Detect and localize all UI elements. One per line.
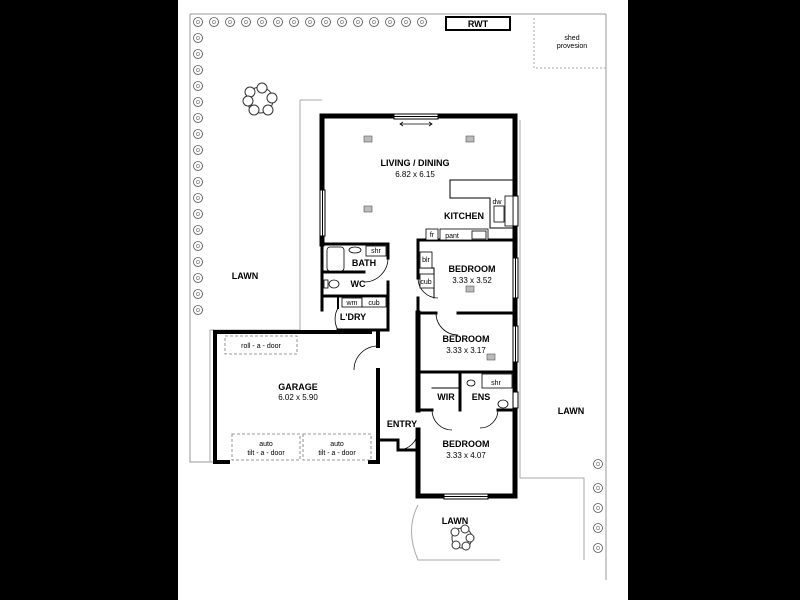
fridge-label: fr xyxy=(430,232,435,239)
lawn-west-label: LAWN xyxy=(232,271,259,281)
house-walls xyxy=(213,113,518,499)
hedge-west xyxy=(193,17,203,315)
bedroom-3-dims: 3.33 x 4.07 xyxy=(446,451,486,460)
tree-icon xyxy=(450,524,475,551)
dishwasher-label: dw xyxy=(493,199,503,206)
garage-dims: 6.02 x 5.90 xyxy=(278,393,318,402)
hedge-north xyxy=(209,17,427,27)
bedroom-1-label: BEDROOM xyxy=(449,264,496,274)
lawn-south-label: LAWN xyxy=(442,516,469,526)
garage-door-2-label-2: tilt - a - door xyxy=(318,450,356,457)
windows xyxy=(319,113,519,500)
bath-label: BATH xyxy=(352,258,376,268)
hedge-south-east xyxy=(593,459,603,553)
rainwater-tank xyxy=(445,16,511,31)
fixtures xyxy=(323,195,514,409)
garage-door-1-label-2: tilt - a - door xyxy=(247,450,285,457)
entry-label: ENTRY xyxy=(387,419,417,429)
garage-doors xyxy=(224,335,372,461)
sliding-door-icon xyxy=(399,121,433,127)
light-fixtures xyxy=(363,135,496,361)
rwt-label: RWT xyxy=(468,19,489,29)
living-dining-label: LIVING / DINING xyxy=(380,158,449,168)
laundry-cupboard-label: cub xyxy=(368,300,379,307)
wc-label: WC xyxy=(351,279,366,289)
bath-shower-label: shr xyxy=(371,248,381,255)
bedroom-2-label: BEDROOM xyxy=(443,334,490,344)
living-dining-dims: 6.82 x 6.15 xyxy=(395,170,435,179)
bedroom-1-dims: 3.33 x 3.52 xyxy=(452,276,492,285)
shed-label-2: provesion xyxy=(557,43,587,50)
blr-label: blr xyxy=(422,257,430,264)
kitchen-label: KITCHEN xyxy=(444,211,484,221)
shed-label: shed xyxy=(564,35,579,42)
tree-icon xyxy=(242,82,278,116)
bedroom-1-cupboard-label: cub xyxy=(420,279,431,286)
bedroom-3-label: BEDROOM xyxy=(443,439,490,449)
washing-machine-label: wm xyxy=(346,300,358,307)
bedroom-2-dims: 3.33 x 3.17 xyxy=(446,346,486,355)
lawn-east-label: LAWN xyxy=(558,406,585,416)
pantry-label: pant xyxy=(445,233,459,240)
garage-door-2-label: auto xyxy=(330,441,344,448)
wir-label: WIR xyxy=(437,392,455,402)
roll-a-door-label: roll - a - door xyxy=(241,343,281,350)
ensuite-label: ENS xyxy=(472,392,491,402)
garage-label: GARAGE xyxy=(278,382,318,392)
ensuite-shower-label: shr xyxy=(491,380,501,387)
garage-door-1-label: auto xyxy=(259,441,273,448)
laundry-label: L'DRY xyxy=(340,312,366,322)
door-swings xyxy=(334,257,499,451)
